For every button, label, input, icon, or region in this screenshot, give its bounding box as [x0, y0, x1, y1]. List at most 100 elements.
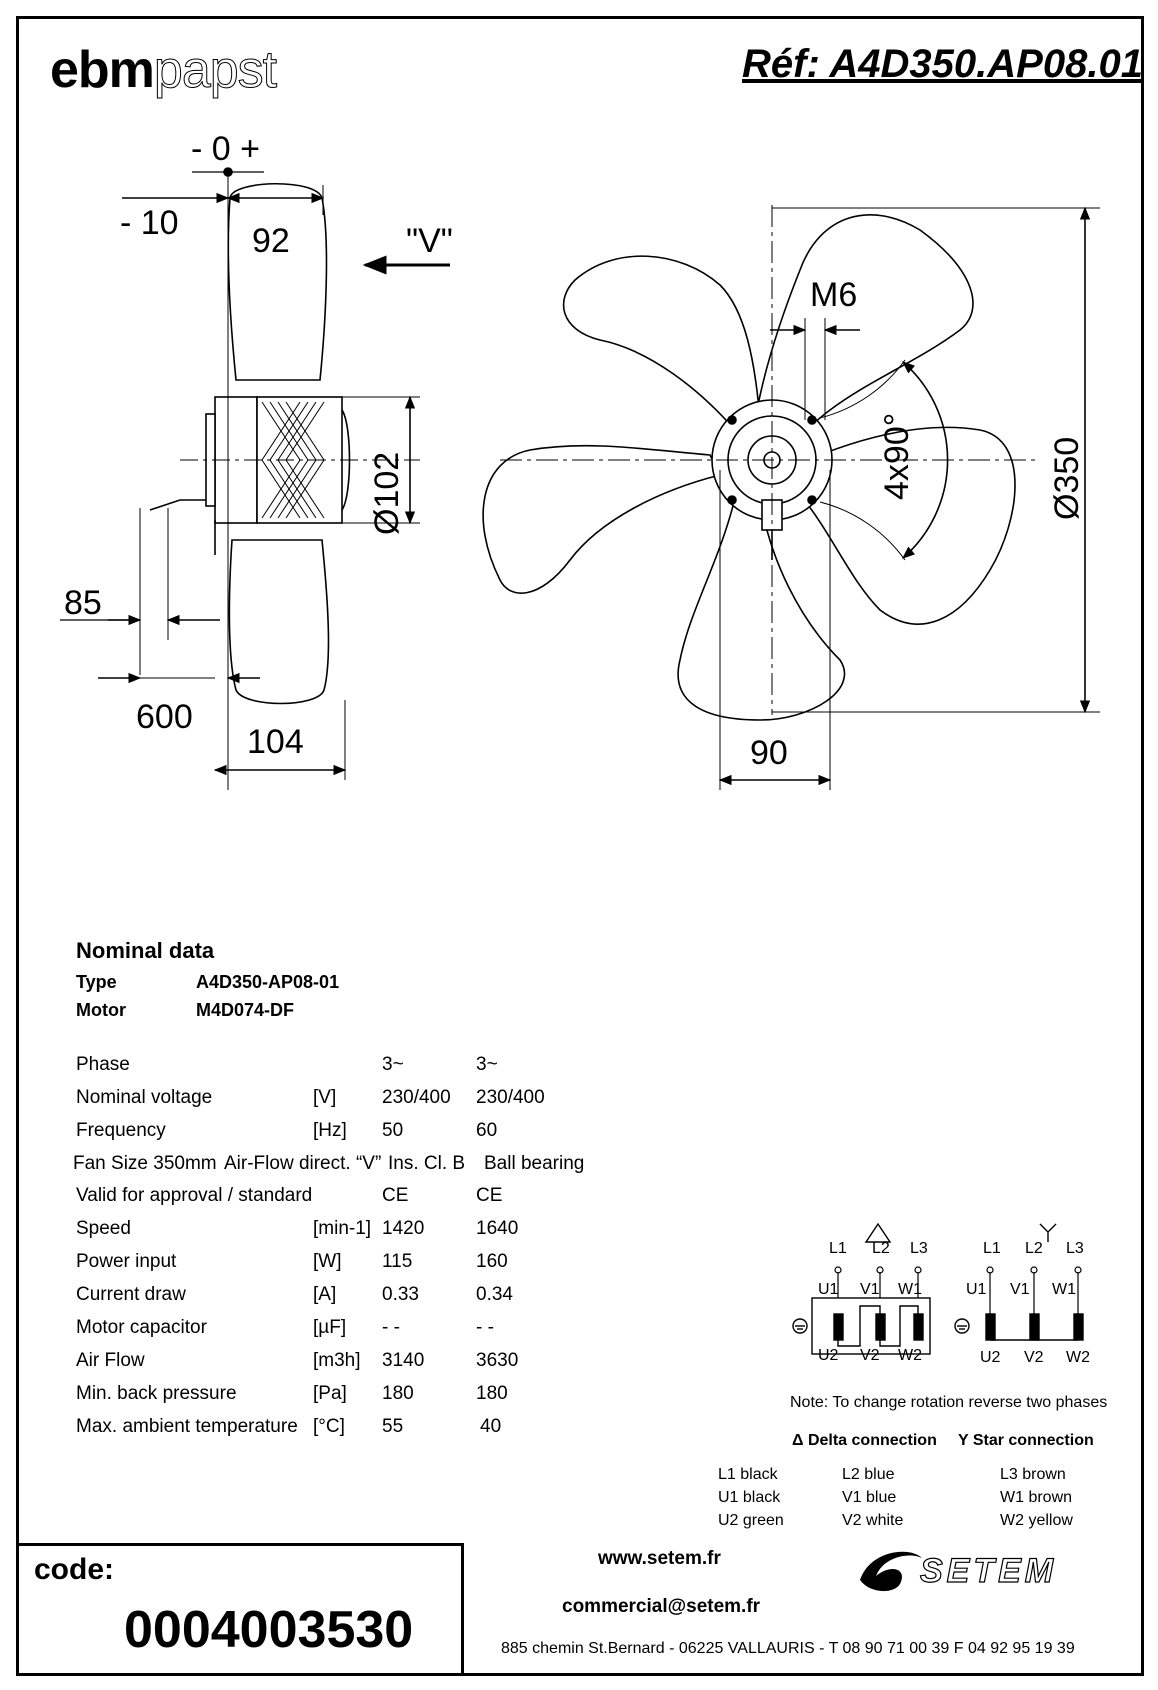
delta-W1: W1 — [898, 1281, 922, 1298]
row-value-60hz: 230/400 — [476, 1087, 545, 1108]
row-value-60hz: 3630 — [476, 1350, 519, 1371]
email-link[interactable]: commercial@setem.fr — [562, 1596, 761, 1617]
color-L1: L1 black — [718, 1466, 778, 1483]
row-label: Air Flow — [76, 1350, 145, 1371]
color-V2: V2 white — [842, 1512, 904, 1529]
website-link[interactable]: www.setem.fr — [598, 1548, 721, 1569]
row-label: Nominal voltage — [76, 1087, 213, 1108]
delta-U1: U1 — [818, 1281, 839, 1298]
setem-logo: SETEM — [919, 1551, 1058, 1590]
motor-label: Motor — [76, 1000, 126, 1020]
motor-value: M4D074-DF — [196, 1000, 295, 1020]
setem-swoosh-icon — [860, 1551, 922, 1592]
star-connection-label: Y Star connection — [958, 1432, 1094, 1449]
row-unit: [Pa] — [313, 1383, 347, 1404]
side-cable — [149, 499, 206, 511]
reference-title: Réf: A4D350.AP08.01 — [742, 42, 1143, 86]
star-V2: V2 — [1024, 1349, 1044, 1366]
row-value-60hz: 160 — [476, 1251, 508, 1272]
offset-label: - 0 + — [191, 130, 260, 168]
row-value-50hz: 3~ — [382, 1054, 404, 1075]
logo-bold-part: ebm — [50, 41, 155, 99]
fan-size-text: Fan Size 350mm — [73, 1153, 217, 1174]
delta-W2: W2 — [898, 1347, 922, 1364]
row-label: Current draw — [76, 1284, 186, 1305]
ground-icon — [792, 1318, 808, 1334]
color-U1: U1 black — [718, 1489, 781, 1506]
rotation-note: Note: To change rotation reverse two pha… — [790, 1394, 1108, 1411]
fan-blade-left — [482, 444, 722, 594]
row-value-50hz: 3140 — [382, 1350, 425, 1371]
airflow-direction-label: "V" — [406, 222, 453, 260]
row-unit: [W] — [313, 1251, 342, 1272]
dimension-diameter-102: Ø102 — [368, 451, 406, 535]
color-L2: L2 blue — [842, 1466, 895, 1483]
nominal-data-title: Nominal data — [76, 938, 215, 963]
row-value-50hz: 230/400 — [382, 1087, 451, 1108]
star-L3: L3 — [1066, 1240, 1084, 1257]
type-value: A4D350-AP08-01 — [196, 972, 340, 992]
star-U2: U2 — [980, 1349, 1001, 1366]
row-value-60hz: 3~ — [476, 1054, 498, 1075]
row-value-60hz: 40 — [480, 1416, 502, 1437]
row-value-60hz: CE — [476, 1185, 503, 1206]
color-U2: U2 green — [718, 1512, 784, 1529]
star-W1: W1 — [1052, 1281, 1076, 1298]
row-unit: [A] — [313, 1284, 337, 1305]
delta-symbol-icon — [864, 1222, 892, 1243]
star-symbol-icon — [1039, 1223, 1057, 1242]
color-L3: L3 brown — [1000, 1466, 1066, 1483]
row-value-50hz: 0.33 — [382, 1284, 419, 1305]
row-value-50hz: 50 — [382, 1120, 404, 1141]
side-view — [60, 167, 450, 790]
color-W2: W2 yellow — [1000, 1512, 1073, 1529]
ebmpapst-logo: ebmpapst — [50, 40, 278, 100]
row-value-50hz: 180 — [382, 1383, 414, 1404]
delta-V2: V2 — [860, 1347, 880, 1364]
angle-4x90-label: 4x90° — [878, 412, 916, 500]
row-value-50hz: 55 — [382, 1416, 404, 1437]
row-unit: [min-1] — [313, 1218, 372, 1239]
row-label: Power input — [76, 1251, 177, 1272]
row-value-50hz: 115 — [382, 1251, 413, 1272]
row-unit: [°C] — [313, 1416, 345, 1437]
row-label: Speed — [76, 1218, 131, 1239]
color-W1: W1 brown — [1000, 1489, 1073, 1506]
delta-U2: U2 — [818, 1347, 839, 1364]
ground-icon — [954, 1318, 970, 1334]
row-value-60hz: - - — [476, 1317, 494, 1338]
row-label: Min. back pressure — [76, 1383, 237, 1404]
star-U1: U1 — [966, 1281, 987, 1298]
row-unit: [µF] — [313, 1317, 347, 1338]
dimension-92: 92 — [252, 222, 290, 260]
star-W2: W2 — [1066, 1349, 1090, 1366]
row-value-50hz: - - — [382, 1317, 400, 1338]
row-label: Phase — [76, 1054, 130, 1075]
star-V1: V1 — [1010, 1281, 1030, 1298]
star-L2: L2 — [1025, 1240, 1043, 1257]
dimension-85: 85 — [64, 584, 102, 622]
row-label: Motor capacitor — [76, 1317, 207, 1338]
side-blade-lower — [228, 539, 330, 705]
star-L1: L1 — [983, 1240, 1001, 1257]
type-label: Type — [76, 972, 117, 992]
row-unit: [Hz] — [313, 1120, 347, 1141]
fan-blade-upper-left — [562, 255, 761, 431]
row-value-60hz: 0.34 — [476, 1284, 513, 1305]
airflow-direction-text: Air-Flow direct. “V” — [224, 1153, 382, 1174]
dimension-diameter-350: Ø350 — [1048, 436, 1086, 520]
front-view — [482, 205, 1100, 790]
code-value: 0004003530 — [124, 1601, 414, 1659]
delta-L2: L2 — [872, 1240, 890, 1257]
datasheet-frame — [16, 16, 1144, 1676]
logo-light-part: papst — [153, 41, 277, 100]
row-label: Frequency — [76, 1120, 166, 1141]
thread-m6-label: M6 — [810, 276, 858, 314]
fan-blade-top — [751, 214, 974, 456]
side-blade-outline — [227, 182, 328, 381]
code-box — [16, 1543, 464, 1676]
insulation-class-text: Ins. Cl. B — [388, 1153, 466, 1174]
color-V1: V1 blue — [842, 1489, 897, 1506]
row-unit: [m3h] — [313, 1350, 361, 1371]
